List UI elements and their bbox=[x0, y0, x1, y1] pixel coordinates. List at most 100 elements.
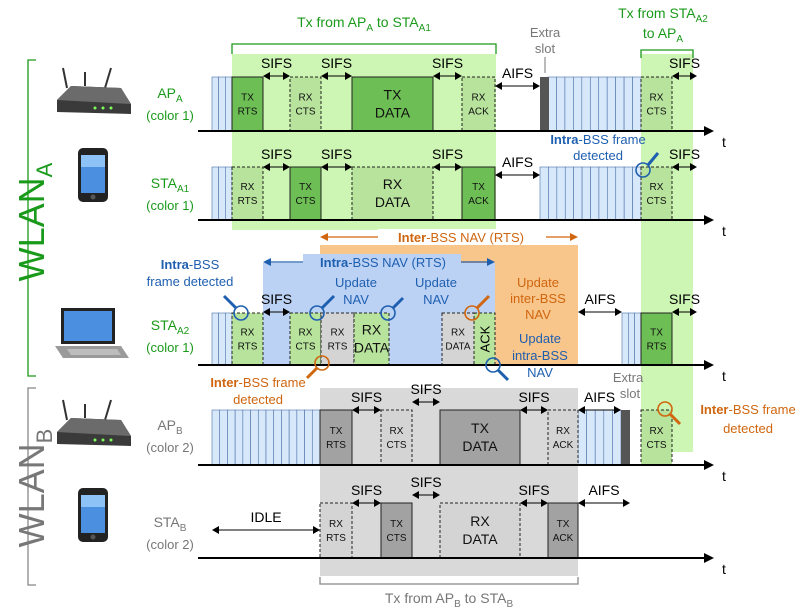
svg-text:RX: RX bbox=[329, 519, 343, 530]
label-sta-a1: STAA1 (color 1) bbox=[146, 175, 194, 213]
svg-text:DATA: DATA bbox=[445, 341, 471, 352]
svg-text:SIFS: SIFS bbox=[669, 291, 700, 307]
svg-text:RTS: RTS bbox=[647, 341, 667, 352]
svg-text:SIFS: SIFS bbox=[321, 55, 352, 71]
svg-text:STAA1: STAA1 bbox=[151, 175, 190, 195]
svg-text:Inter-BSS frame: Inter-BSS frame bbox=[700, 402, 795, 417]
svg-text:SIFS: SIFS bbox=[518, 389, 549, 405]
router-icon bbox=[57, 67, 131, 114]
svg-text:RX: RX bbox=[470, 513, 490, 529]
svg-text:SIFS: SIFS bbox=[432, 146, 463, 162]
svg-text:RTS: RTS bbox=[238, 341, 258, 352]
wlan-b-label: WLANB bbox=[11, 429, 57, 548]
svg-text:SIFS: SIFS bbox=[261, 146, 292, 162]
svg-text:CTS: CTS bbox=[296, 196, 316, 207]
aifs-sta-a2: AIFS bbox=[578, 291, 622, 316]
svg-text:AIFS: AIFS bbox=[584, 291, 615, 307]
extra-slot-marker bbox=[540, 77, 549, 131]
bracket-wlan-b bbox=[27, 387, 36, 586]
svg-text:ACK: ACK bbox=[468, 196, 489, 207]
svg-text:SIFS: SIFS bbox=[261, 55, 292, 71]
extra-slot-label-top: Extra bbox=[530, 25, 561, 40]
frame-ap-a-rx-cts-2: RX CTS bbox=[640, 76, 673, 132]
svg-text:RX: RX bbox=[390, 426, 404, 437]
backoff-sta-a2-end bbox=[621, 312, 642, 366]
label-sta-b: STAB (color 2) bbox=[146, 514, 194, 552]
svg-text:CTS: CTS bbox=[387, 533, 407, 544]
annotation-update-nav-1: Update NAV bbox=[335, 275, 377, 307]
label-tx-ap-a: Tx from APA to STAA1 bbox=[297, 14, 431, 34]
backoff-ap-b-start bbox=[211, 409, 321, 466]
svg-text:TX: TX bbox=[472, 182, 485, 193]
axis-t-label: t bbox=[722, 134, 726, 150]
svg-text:Update: Update bbox=[415, 275, 457, 290]
backoff-sta-a1-end bbox=[539, 166, 642, 221]
svg-text:IDLE: IDLE bbox=[250, 509, 281, 525]
frame-sta-a2-rx-data-inter: RX DATA bbox=[441, 312, 475, 366]
nav-intra-bss-label: Intra-BSS NAV (RTS) bbox=[320, 255, 446, 270]
svg-text:CTS: CTS bbox=[647, 106, 667, 117]
annotation-update-intra-nav: Update intra-BSS NAV bbox=[512, 331, 568, 380]
annotation-intra-detected-sta-a2: Intra-BSS frame detected bbox=[147, 257, 234, 289]
aifs-ap-b: AIFS bbox=[578, 389, 621, 414]
svg-text:RX: RX bbox=[299, 92, 313, 103]
sifs-ap-b-1: SIFS bbox=[351, 389, 382, 414]
svg-text:RTS: RTS bbox=[328, 341, 348, 352]
sifs-sta-a1-4: SIFS bbox=[669, 146, 700, 171]
svg-text:TX: TX bbox=[299, 182, 312, 193]
svg-text:RX: RX bbox=[650, 92, 664, 103]
sifs-sta-b-1: SIFS bbox=[351, 482, 382, 507]
svg-text:RTS: RTS bbox=[238, 106, 258, 117]
svg-text:RX: RX bbox=[383, 176, 403, 192]
magnifier-icon bbox=[485, 357, 510, 382]
svg-text:(color 2): (color 2) bbox=[146, 440, 194, 455]
magnifier-icon bbox=[305, 355, 330, 380]
sifs-sta-a1-3: SIFS bbox=[432, 146, 463, 171]
timeline-sta-a1: t bbox=[198, 215, 726, 239]
svg-text:CTS: CTS bbox=[647, 440, 667, 451]
annotation-update-inter-nav: Update inter-BSS NAV bbox=[510, 275, 566, 322]
svg-text:DATA: DATA bbox=[462, 438, 498, 454]
svg-text:AIFS: AIFS bbox=[588, 482, 619, 498]
timeline-ap-a: t bbox=[198, 126, 726, 150]
svg-text:(color 2): (color 2) bbox=[146, 537, 194, 552]
svg-text:SIFS: SIFS bbox=[351, 389, 382, 405]
svg-text:STAA2: STAA2 bbox=[151, 317, 190, 337]
svg-text:SIFS: SIFS bbox=[669, 146, 700, 162]
svg-text:ACK: ACK bbox=[553, 440, 574, 451]
extra-slot-label-top-2: slot bbox=[535, 41, 556, 56]
svg-text:TX: TX bbox=[650, 327, 663, 338]
svg-text:APB: APB bbox=[157, 417, 183, 437]
nav-intra-label-bg bbox=[303, 254, 461, 270]
router-icon bbox=[57, 399, 131, 446]
svg-text:DATA: DATA bbox=[375, 194, 411, 210]
sifs-ap-b-3: SIFS bbox=[518, 389, 550, 414]
svg-text:DATA: DATA bbox=[375, 105, 411, 121]
sifs-ap-a-1: SIFS bbox=[261, 55, 292, 80]
phone-icon bbox=[78, 148, 108, 202]
svg-text:RX: RX bbox=[451, 327, 465, 338]
svg-text:Update: Update bbox=[335, 275, 377, 290]
extra-slot-marker bbox=[621, 410, 630, 465]
label-tx-sta-a2-line2: to APA bbox=[643, 25, 683, 45]
svg-text:inter-BSS: inter-BSS bbox=[510, 291, 566, 306]
sifs-sta-a2-2: SIFS bbox=[669, 291, 700, 316]
svg-text:SIFS: SIFS bbox=[321, 146, 352, 162]
svg-text:RX: RX bbox=[241, 182, 255, 193]
svg-text:ACK: ACK bbox=[478, 325, 493, 352]
svg-text:SIFS: SIFS bbox=[410, 381, 441, 397]
svg-text:NAV: NAV bbox=[343, 292, 369, 307]
svg-text:SIFS: SIFS bbox=[669, 55, 700, 71]
svg-text:TX: TX bbox=[330, 426, 343, 437]
svg-text:DATA: DATA bbox=[462, 531, 498, 547]
sifs-sta-a1-1: SIFS bbox=[261, 146, 292, 171]
frame-sta-a1-rx-data: RX DATA bbox=[351, 166, 434, 221]
svg-text:CTS: CTS bbox=[647, 196, 667, 207]
